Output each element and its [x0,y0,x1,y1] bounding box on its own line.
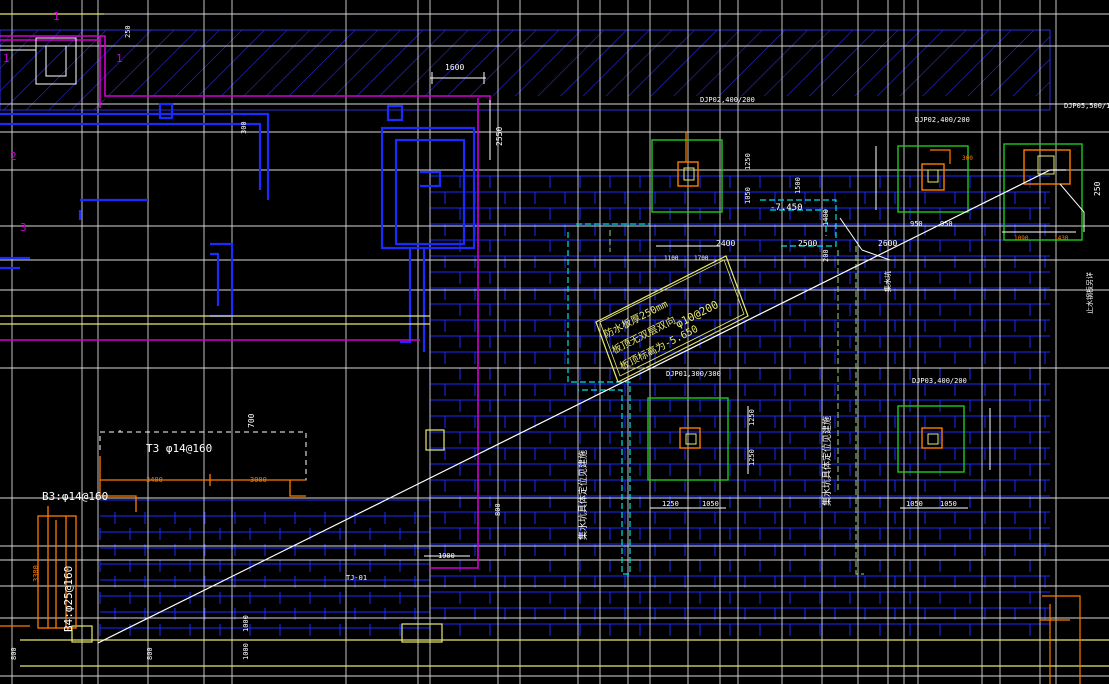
pit-note-small: 集水坑 [883,271,892,292]
dim-2400: 2400 [716,239,735,248]
dim-1250d: 1250 [662,500,679,508]
dim-200: 200 [822,249,830,262]
hatched-slab-region [0,29,1051,111]
dim-1000a: 1000 [242,615,250,632]
dim-300b: 300 [240,121,248,134]
dim-1100: 1100 [664,255,679,262]
b3-rebar-label: B3:φ14@160 [42,490,108,503]
dim-3380: 3380 [32,565,40,582]
footing-tag-djp02b: DJP02,400/200 [915,116,970,124]
dim-1900: 1900 [438,552,455,560]
pit-dash-green [609,230,864,575]
dim-1430: 1430 [1054,235,1069,242]
pit-note-b: 集水坑具体定位见建施 [821,416,833,506]
dim-250b: 250 [124,25,132,38]
section-marks: 1 1 1 2 3 [3,10,123,234]
pit-note-a: 集水坑具体定位见建施 [577,450,589,540]
detail-callout-box [0,37,77,85]
footing-djp02a [651,132,723,213]
elevation-label: -7.450 [770,203,803,213]
magenta-outline [0,35,491,569]
dimension-texts: 1600 2550 1250 1050 300 250 2400 2500 26… [10,25,1102,660]
dim-950a: 950 [910,220,923,228]
footing-djp01 [647,397,729,481]
beam-lines [0,102,476,352]
footing-tags: DJP02,400/200 DJP02,400/200 DJP05,500/10… [666,96,1109,385]
dim-1050d: 1050 [940,500,957,508]
footing-djp03 [897,405,965,473]
dim-1500: 1500 [794,177,802,194]
note-frame [595,255,749,383]
tj-label: TJ-01 [346,574,367,582]
footing-tag-djp03: DJP03,400/200 [912,377,967,385]
dim-1000b: 1000 [242,643,250,660]
sump-pit-outline [567,199,837,575]
annotations: -7.450 防水板厚250mm 板顶无双层双向 板顶标高为-5.650 φ10… [42,203,1094,632]
dim-2600: 2600 [878,239,897,248]
dim-800b: 800 [10,647,18,660]
dim-3000: 3000 [250,476,267,484]
footing-tag-djp01: DJP01,300/300 [666,370,721,378]
dim-1250b: 1250 [748,409,756,426]
dim-800c: 800 [146,647,154,660]
dim-2500: 2500 [798,239,817,248]
footing-djp05 [1003,143,1085,241]
section-mark-1c: 1 [116,52,123,65]
t3-rebar-label: T3 φ14@160 [146,442,212,455]
dim-950b: 950 [940,220,953,228]
dim-1600: 1600 [445,63,464,72]
section-cut-line [97,169,1066,644]
rebar-mesh [99,175,1050,641]
footing-djp02b [897,145,969,213]
dim-800a: 800 [494,503,502,516]
waterstop-note: 止水钢板另详 [1085,272,1094,314]
dim-1700: 1700 [694,255,709,262]
dim-1090: 1090 [1014,235,1029,242]
dimension-lines [119,72,1076,557]
note-rebar: φ10@200 [673,298,720,331]
footing-tag-djp05: DJP05,500/100 [1064,102,1109,110]
dim-700: 700 [247,413,256,428]
section-mark-3: 3 [20,221,27,234]
dim-1400: 1400 [822,209,830,226]
dim-1050: 1050 [744,187,752,204]
dim-3400: 3400 [146,476,163,484]
t3-zone-frame [99,431,307,481]
dim-2550: 2550 [495,127,504,146]
rebar-detail-left [37,456,306,629]
section-mark-1b: 1 [3,52,10,65]
b4-rebar-label: B4:φ25@160 [62,566,75,632]
section-mark-1a: 1 [53,10,60,23]
footing-tag-djp02a: DJP02,400/200 [700,96,755,104]
dim-250: 250 [1093,181,1102,196]
dim-1050b: 1050 [702,500,719,508]
yellow-outline [0,13,1109,667]
rebar-detail-right [0,595,1081,684]
dim-300: 300 [962,155,973,162]
section-mark-2: 2 [10,150,17,163]
dim-1250c: 1250 [748,449,756,466]
dim-1050c: 1050 [906,500,923,508]
dim-1250: 1250 [744,153,752,170]
